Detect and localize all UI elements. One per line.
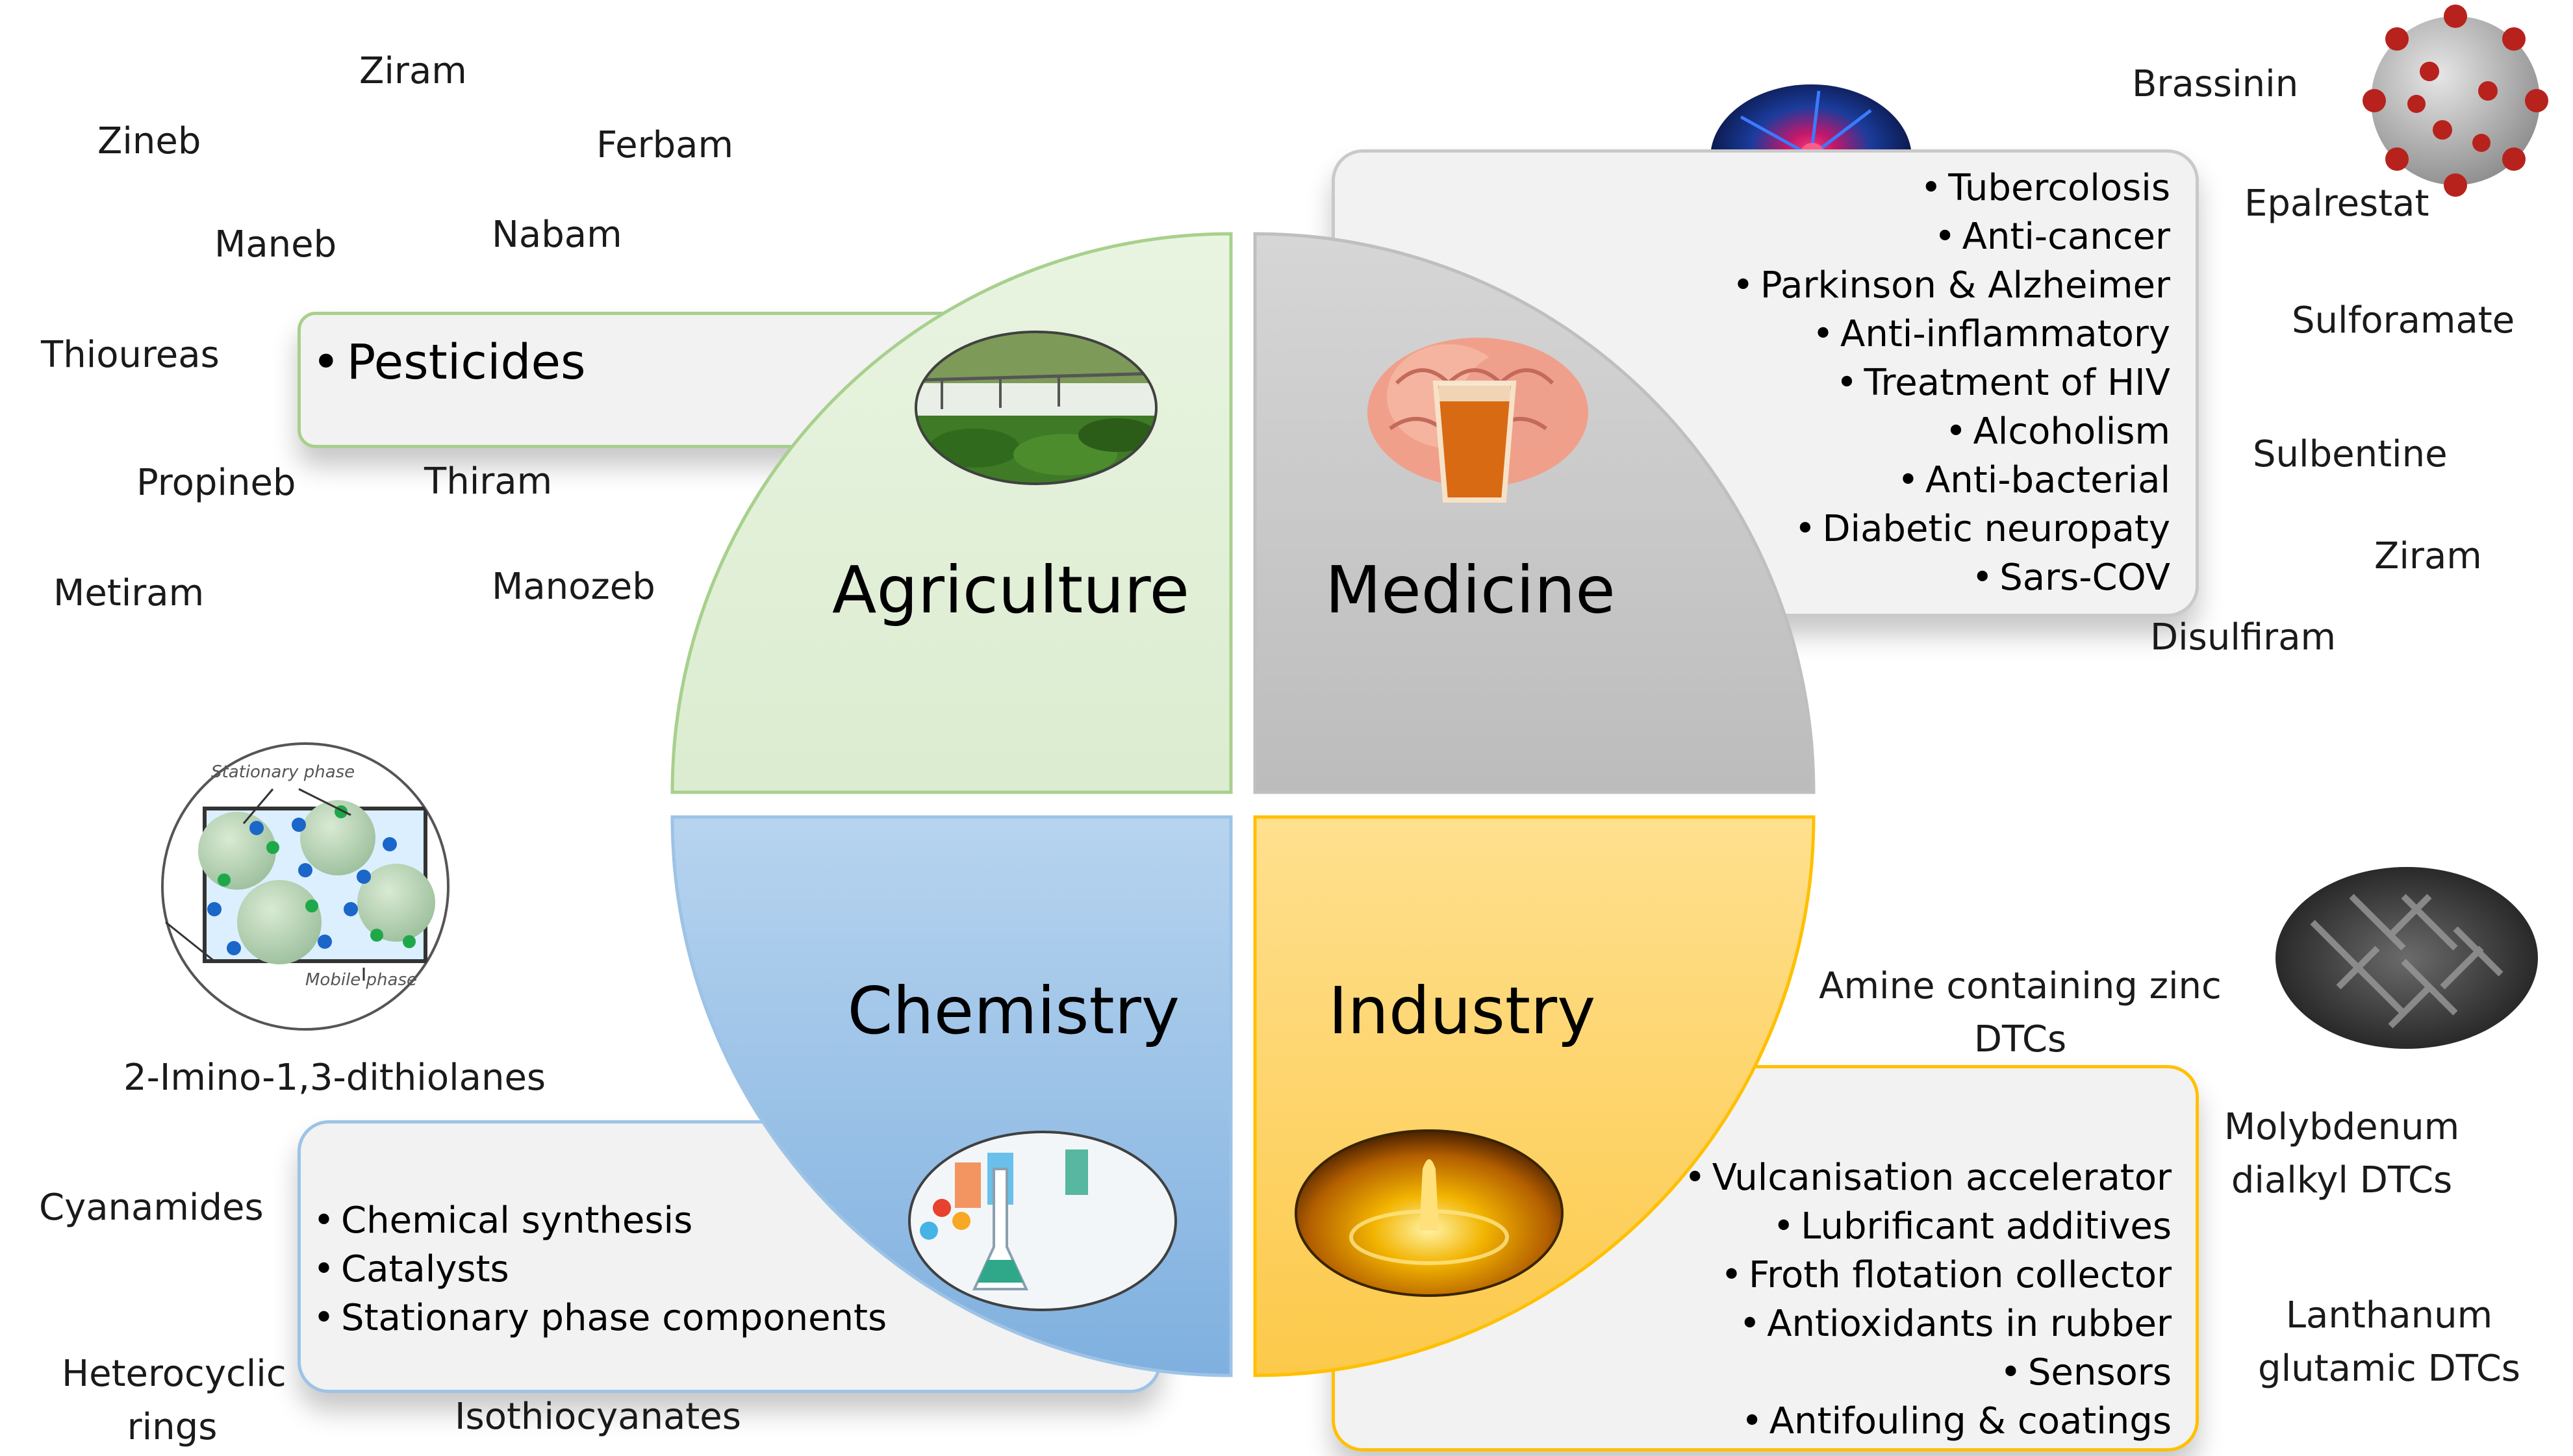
label-epalrestat: Epalrestat: [2244, 182, 2429, 225]
label-propineb: Propineb: [136, 462, 296, 504]
label-cyanamides: Cyanamides: [39, 1186, 264, 1229]
label-lanthanum-dtcs: Lanthanum glutamic DTCs: [2258, 1294, 2520, 1390]
label-ziram-med: Ziram: [2374, 535, 2482, 577]
label-molybdenum-dtcs: Molybdenum dialkyl DTCs: [2224, 1106, 2460, 1201]
label-disulfiram: Disulfiram: [2150, 616, 2337, 659]
bullet-parkinson-alzheimer: Parkinson & Alzheimer: [1732, 261, 2170, 310]
stationary-phase-label: Stationary phase: [211, 762, 355, 782]
bullet-sars-cov: Sars-COV: [1732, 553, 2170, 602]
label-metiram: Metiram: [53, 572, 205, 614]
bullet-antioxidants: Antioxidants in rubber: [1684, 1299, 2172, 1348]
label-brassinin: Brassinin: [2132, 63, 2299, 105]
label-ferbam: Ferbam: [596, 124, 734, 166]
label-manozeb: Manozeb: [492, 566, 655, 608]
industry-bullets: Vulcanisation accelerator Lubrificant ad…: [1684, 1153, 2172, 1446]
label-maneb: Maneb: [214, 223, 337, 266]
label-imino-dithiolanes: 2-Imino-1,3-dithiolanes: [123, 1057, 546, 1099]
mobile-phase-label: Mobile phase: [305, 970, 418, 990]
bullet-anti-bacterial: Anti-bacterial: [1732, 456, 2170, 505]
chromatography-diagram: [161, 742, 450, 1031]
bullet-froth-flotation: Froth flotation collector: [1684, 1251, 2172, 1299]
medicine-quadrant-overlay: [1255, 234, 1814, 792]
chemistry-title: Chemistry: [847, 973, 1180, 1049]
bullet-chemical-synthesis: Chemical synthesis: [313, 1196, 887, 1245]
label-nabam: Nabam: [492, 214, 622, 256]
medicine-title: Medicine: [1325, 552, 1616, 628]
agriculture-title: Agriculture: [832, 552, 1189, 628]
bullet-sensors: Sensors: [1684, 1348, 2172, 1397]
bullet-catalysts: Catalysts: [313, 1245, 887, 1294]
bullet-treatment-hiv: Treatment of HIV: [1732, 358, 2170, 407]
bullet-vulcanisation: Vulcanisation accelerator: [1684, 1153, 2172, 1202]
carbon-fiber-weave-photo: [2275, 867, 2538, 1049]
label-thioureas: Thioureas: [41, 334, 220, 376]
label-isothiocyanates: Isothiocyanates: [455, 1396, 741, 1438]
label-heterocyclic-rings: Heterocyclic rings: [62, 1353, 286, 1448]
medicine-bullets: Tubercolosis Anti-cancer Parkinson & Alz…: [1732, 164, 2170, 602]
bullet-alcoholism: Alcoholism: [1732, 407, 2170, 456]
bullet-anti-inflammatory: Anti-inflammatory: [1732, 310, 2170, 358]
agriculture-bullets: Pesticides: [312, 330, 586, 395]
chemistry-bullets: Chemical synthesis Catalysts Stationary …: [313, 1196, 887, 1342]
label-zineb: Zineb: [97, 120, 201, 162]
bullet-antifouling: Antifouling & coatings: [1684, 1397, 2172, 1446]
industry-title: Industry: [1328, 973, 1596, 1049]
bullet-lubrificant: Lubrificant additives: [1684, 1202, 2172, 1251]
bullet-diabetic-neuropaty: Diabetic neuropaty: [1732, 505, 2170, 553]
label-sulbentine: Sulbentine: [2253, 433, 2448, 475]
label-sulforamate: Sulforamate: [2292, 299, 2515, 342]
label-amine-zinc-dtcs: Amine containing zinc DTCs: [1819, 965, 2222, 1061]
bullet-anti-cancer: Anti-cancer: [1732, 212, 2170, 261]
bullet-stationary-phase: Stationary phase components: [313, 1294, 887, 1342]
label-thiram: Thiram: [424, 460, 553, 503]
agriculture-quadrant-overlay: [672, 234, 1231, 792]
label-ziram-agri: Ziram: [359, 50, 467, 92]
bullet-pesticides: Pesticides: [312, 330, 586, 395]
coronavirus-illustration: [2363, 5, 2548, 197]
bullet-tubercolosis: Tubercolosis: [1732, 164, 2170, 212]
